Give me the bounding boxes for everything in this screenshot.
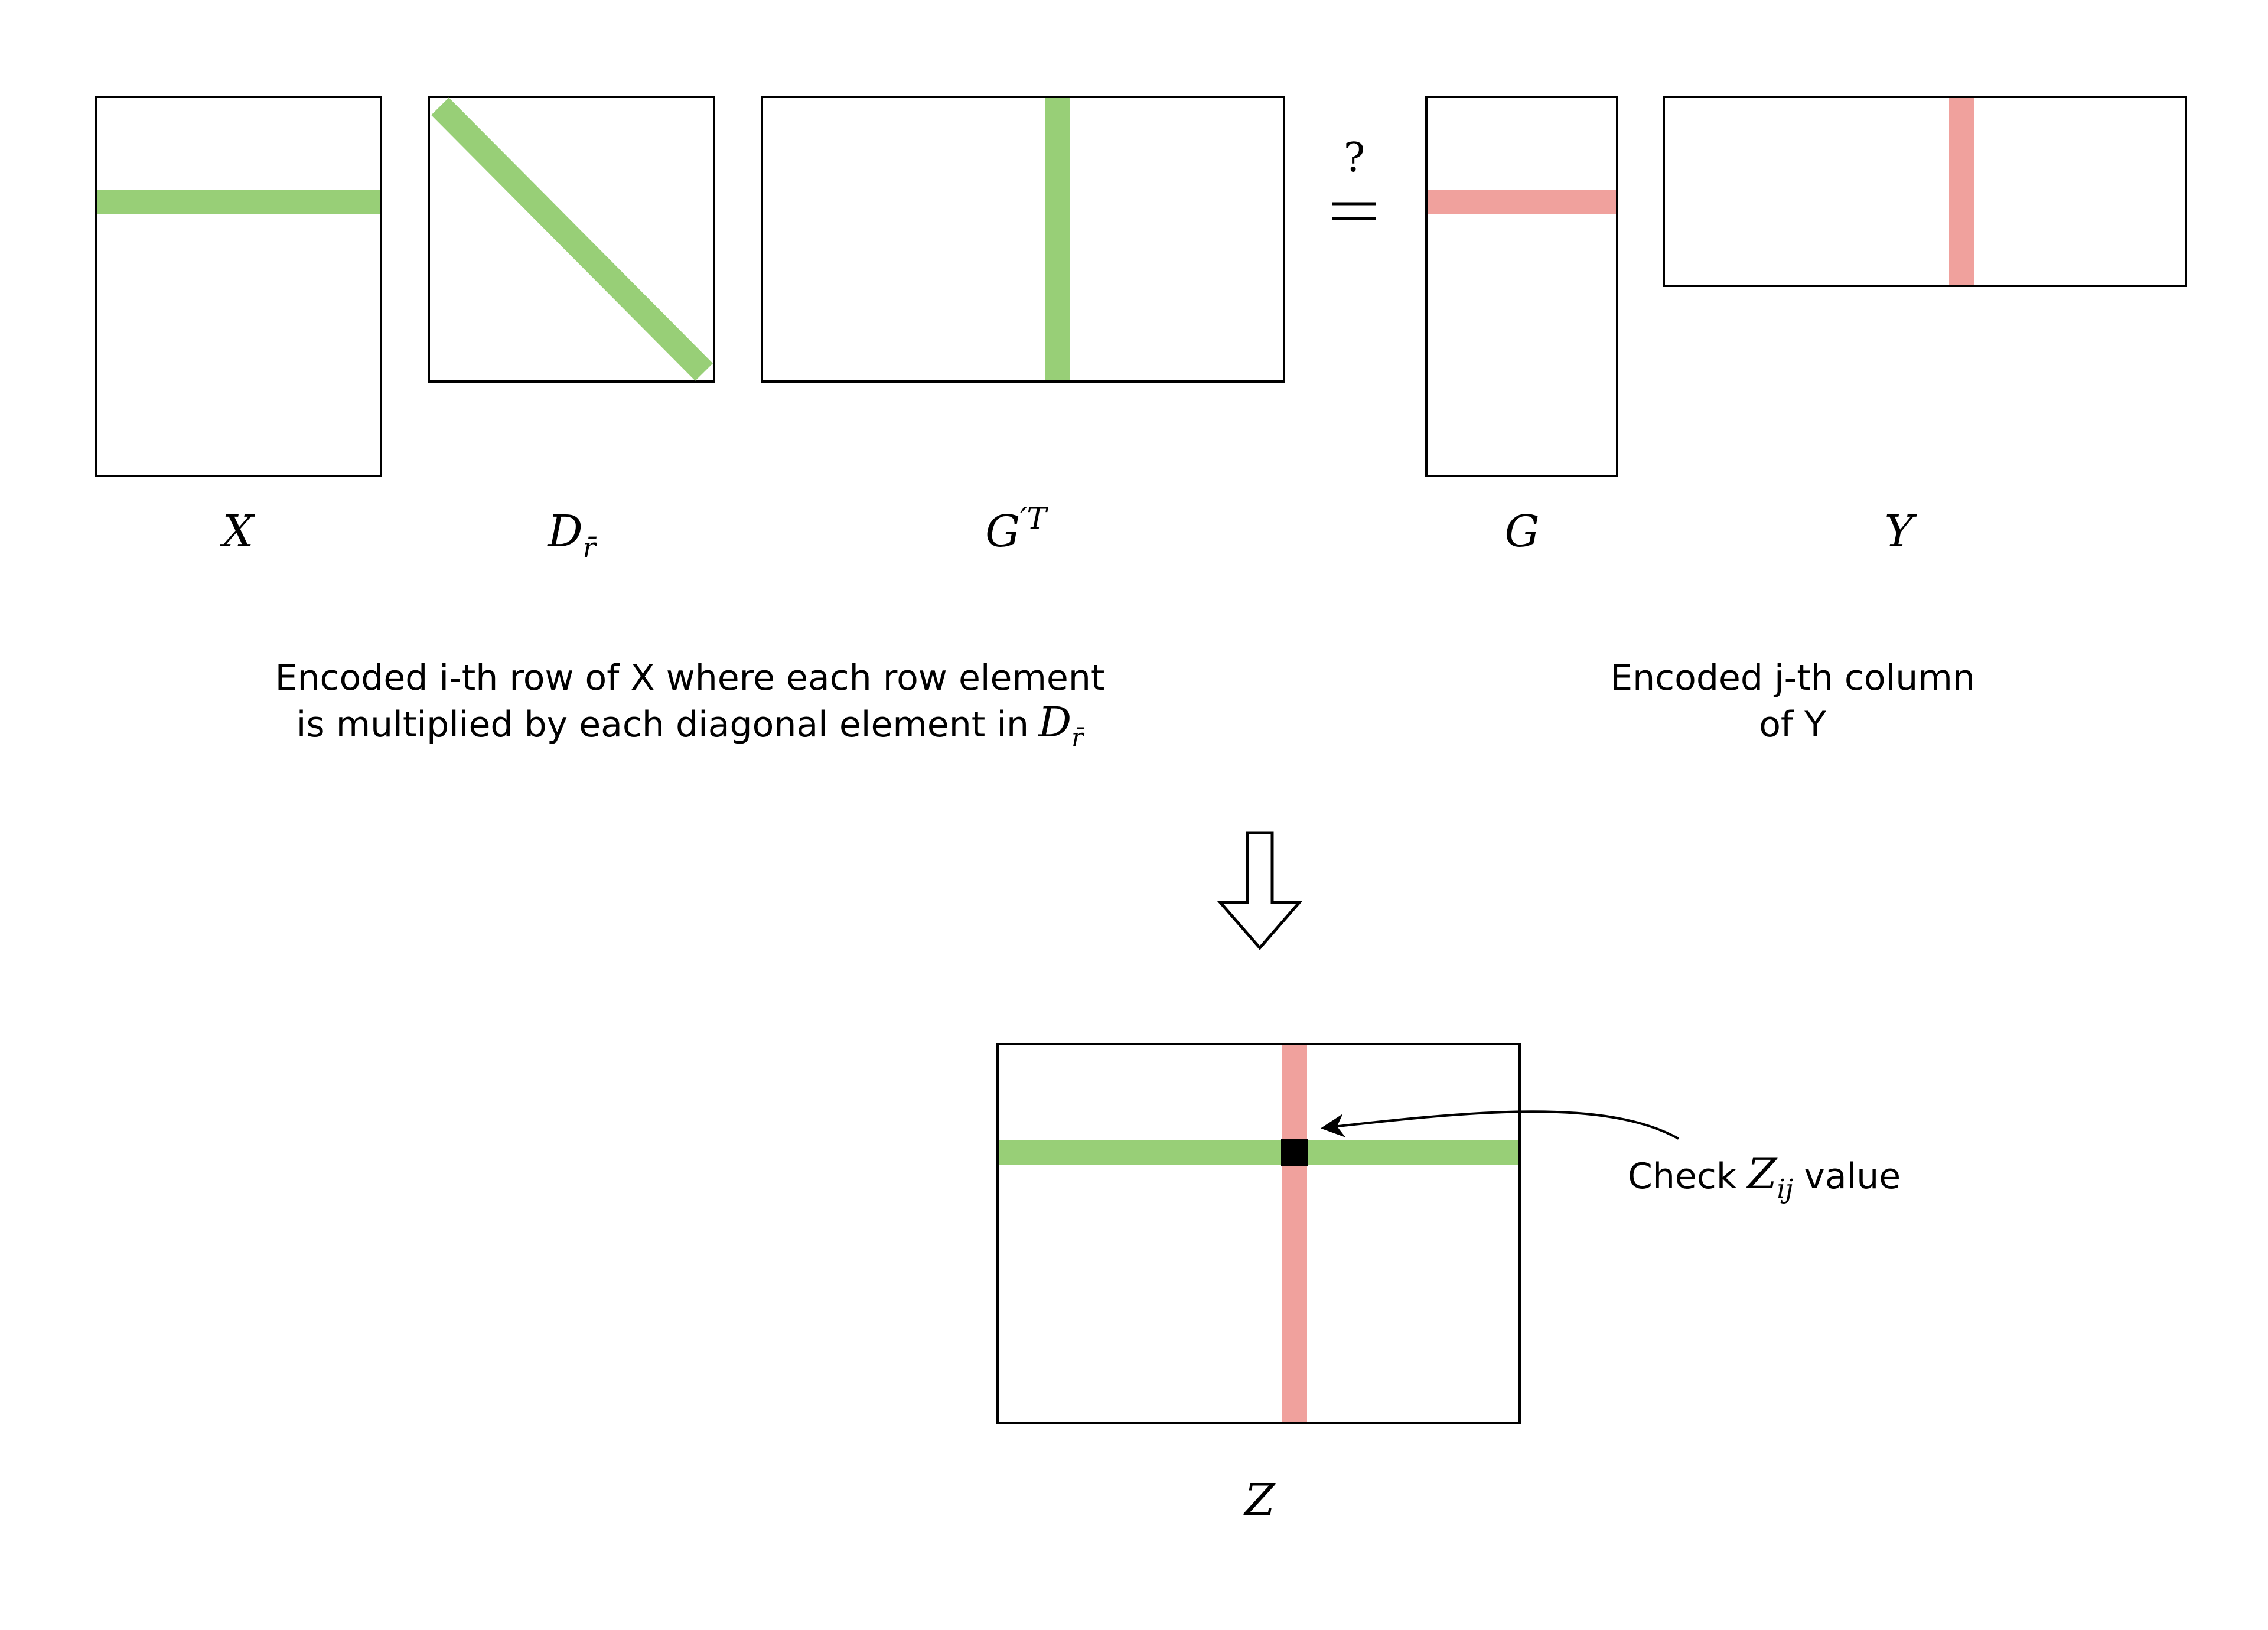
matrix-y-label: Y (1885, 506, 1917, 557)
matrix-x-frame (94, 96, 382, 477)
matrix-y (1663, 96, 2187, 287)
matrix-d-subscript: r̄ (583, 532, 598, 563)
z-highlighted-column (1282, 1045, 1307, 1422)
matrix-z-label: Z (1243, 1475, 1276, 1525)
matrix-y-frame (1663, 96, 2187, 287)
matrix-z-frame (996, 1043, 1521, 1424)
left-caption-line1: Encoded i-th row of X where each row ele… (275, 657, 1105, 699)
left-caption-sub: r̄ (1071, 723, 1085, 752)
z-highlighted-row (999, 1140, 1518, 1165)
question-mark: ? (1344, 135, 1365, 181)
matrix-g-prime-t-frame (761, 96, 1285, 383)
matrix-x (94, 96, 382, 477)
matrix-g-prime-t (761, 96, 1285, 383)
y-highlighted-column (1949, 98, 1974, 285)
right-caption-line2: of Y (1759, 704, 1826, 745)
matrix-d-letter: D (546, 506, 582, 557)
g-prime-t-highlighted-column (1045, 98, 1070, 380)
left-caption-line2: is multiplied by each diagonal element i… (296, 698, 1085, 752)
matrix-g-prime-t-letter: G (985, 506, 1020, 557)
check-annotation-prefix: Check (1628, 1156, 1737, 1197)
matrix-d-frame (428, 96, 715, 383)
matrix-g-prime-t-superscript: ′T (1020, 501, 1048, 536)
check-annotation-suffix: value (1804, 1156, 1901, 1197)
left-caption-var: D (1037, 698, 1071, 746)
matrix-g-prime-t-label: G′T (985, 501, 1048, 557)
left-caption-line2-text: is multiplied by each diagonal element i… (296, 704, 1029, 745)
check-annotation-sub: ij (1777, 1174, 1794, 1204)
matrix-d (428, 96, 715, 383)
hollow-down-arrow-icon (1217, 831, 1303, 950)
matrix-d-label: Dr̄ (546, 506, 597, 563)
x-highlighted-row (97, 190, 380, 214)
matrix-g-label: G (1504, 506, 1539, 557)
matrix-x-label: X (220, 506, 256, 557)
curved-arrow-icon (1321, 1110, 1679, 1140)
z-ij-cell (1281, 1139, 1308, 1166)
matrix-g (1425, 96, 1618, 477)
g-highlighted-row (1428, 190, 1616, 214)
right-caption-line1: Encoded j-th column (1610, 657, 1975, 699)
d-diagonal (431, 97, 713, 381)
matrix-z (996, 1043, 1521, 1424)
matrix-g-frame (1425, 96, 1618, 477)
check-annotation-var: Z (1746, 1149, 1778, 1198)
question-equals-sign: ? (1332, 135, 1376, 220)
